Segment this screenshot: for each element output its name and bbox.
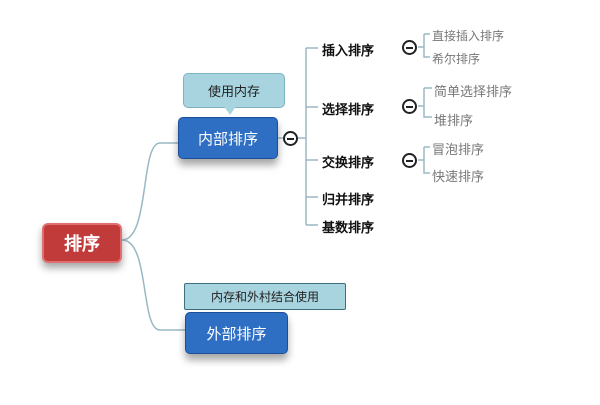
method-merge-sort[interactable]: 归并排序 xyxy=(322,193,375,208)
leaf-shell-sort[interactable]: 希尔排序 xyxy=(432,52,481,66)
method-swap-sort[interactable]: 交换排序 xyxy=(322,156,375,171)
leaf-quick-sort[interactable]: 快速排序 xyxy=(432,170,485,185)
connector-select-leaves xyxy=(418,87,432,118)
external-note-callout: 内存和外村结合使用 xyxy=(184,283,346,310)
connector-internal-trunk xyxy=(298,48,307,225)
root-node-sort[interactable]: 排序 xyxy=(42,223,122,263)
method-select-sort[interactable]: 选择排序 xyxy=(322,103,375,118)
internal-note-callout: 使用内存 xyxy=(183,73,285,108)
connector-insert-leaves xyxy=(418,33,430,58)
collapse-toggle-internal[interactable] xyxy=(283,131,298,146)
leaf-simple-select-sort[interactable]: 简单选择排序 xyxy=(434,85,513,100)
collapse-toggle-select[interactable] xyxy=(402,99,417,114)
leaf-direct-insert-sort[interactable]: 直接插入排序 xyxy=(432,29,505,43)
collapse-toggle-insert[interactable] xyxy=(402,40,417,55)
connector-swap-leaves xyxy=(418,146,430,174)
leaf-bubble-sort[interactable]: 冒泡排序 xyxy=(432,143,485,158)
method-radix-sort[interactable]: 基数排序 xyxy=(322,221,375,236)
leaf-heap-sort[interactable]: 堆排序 xyxy=(434,114,474,129)
collapse-toggle-swap[interactable] xyxy=(402,153,417,168)
connector-root-internal xyxy=(121,142,178,241)
internal-note-callout-tail xyxy=(223,105,237,115)
method-insert-sort[interactable]: 插入排序 xyxy=(322,44,375,59)
branch-node-external-sort[interactable]: 外部排序 xyxy=(185,312,288,354)
branch-node-internal-sort[interactable]: 内部排序 xyxy=(178,117,278,159)
connector-root-external xyxy=(121,239,185,331)
